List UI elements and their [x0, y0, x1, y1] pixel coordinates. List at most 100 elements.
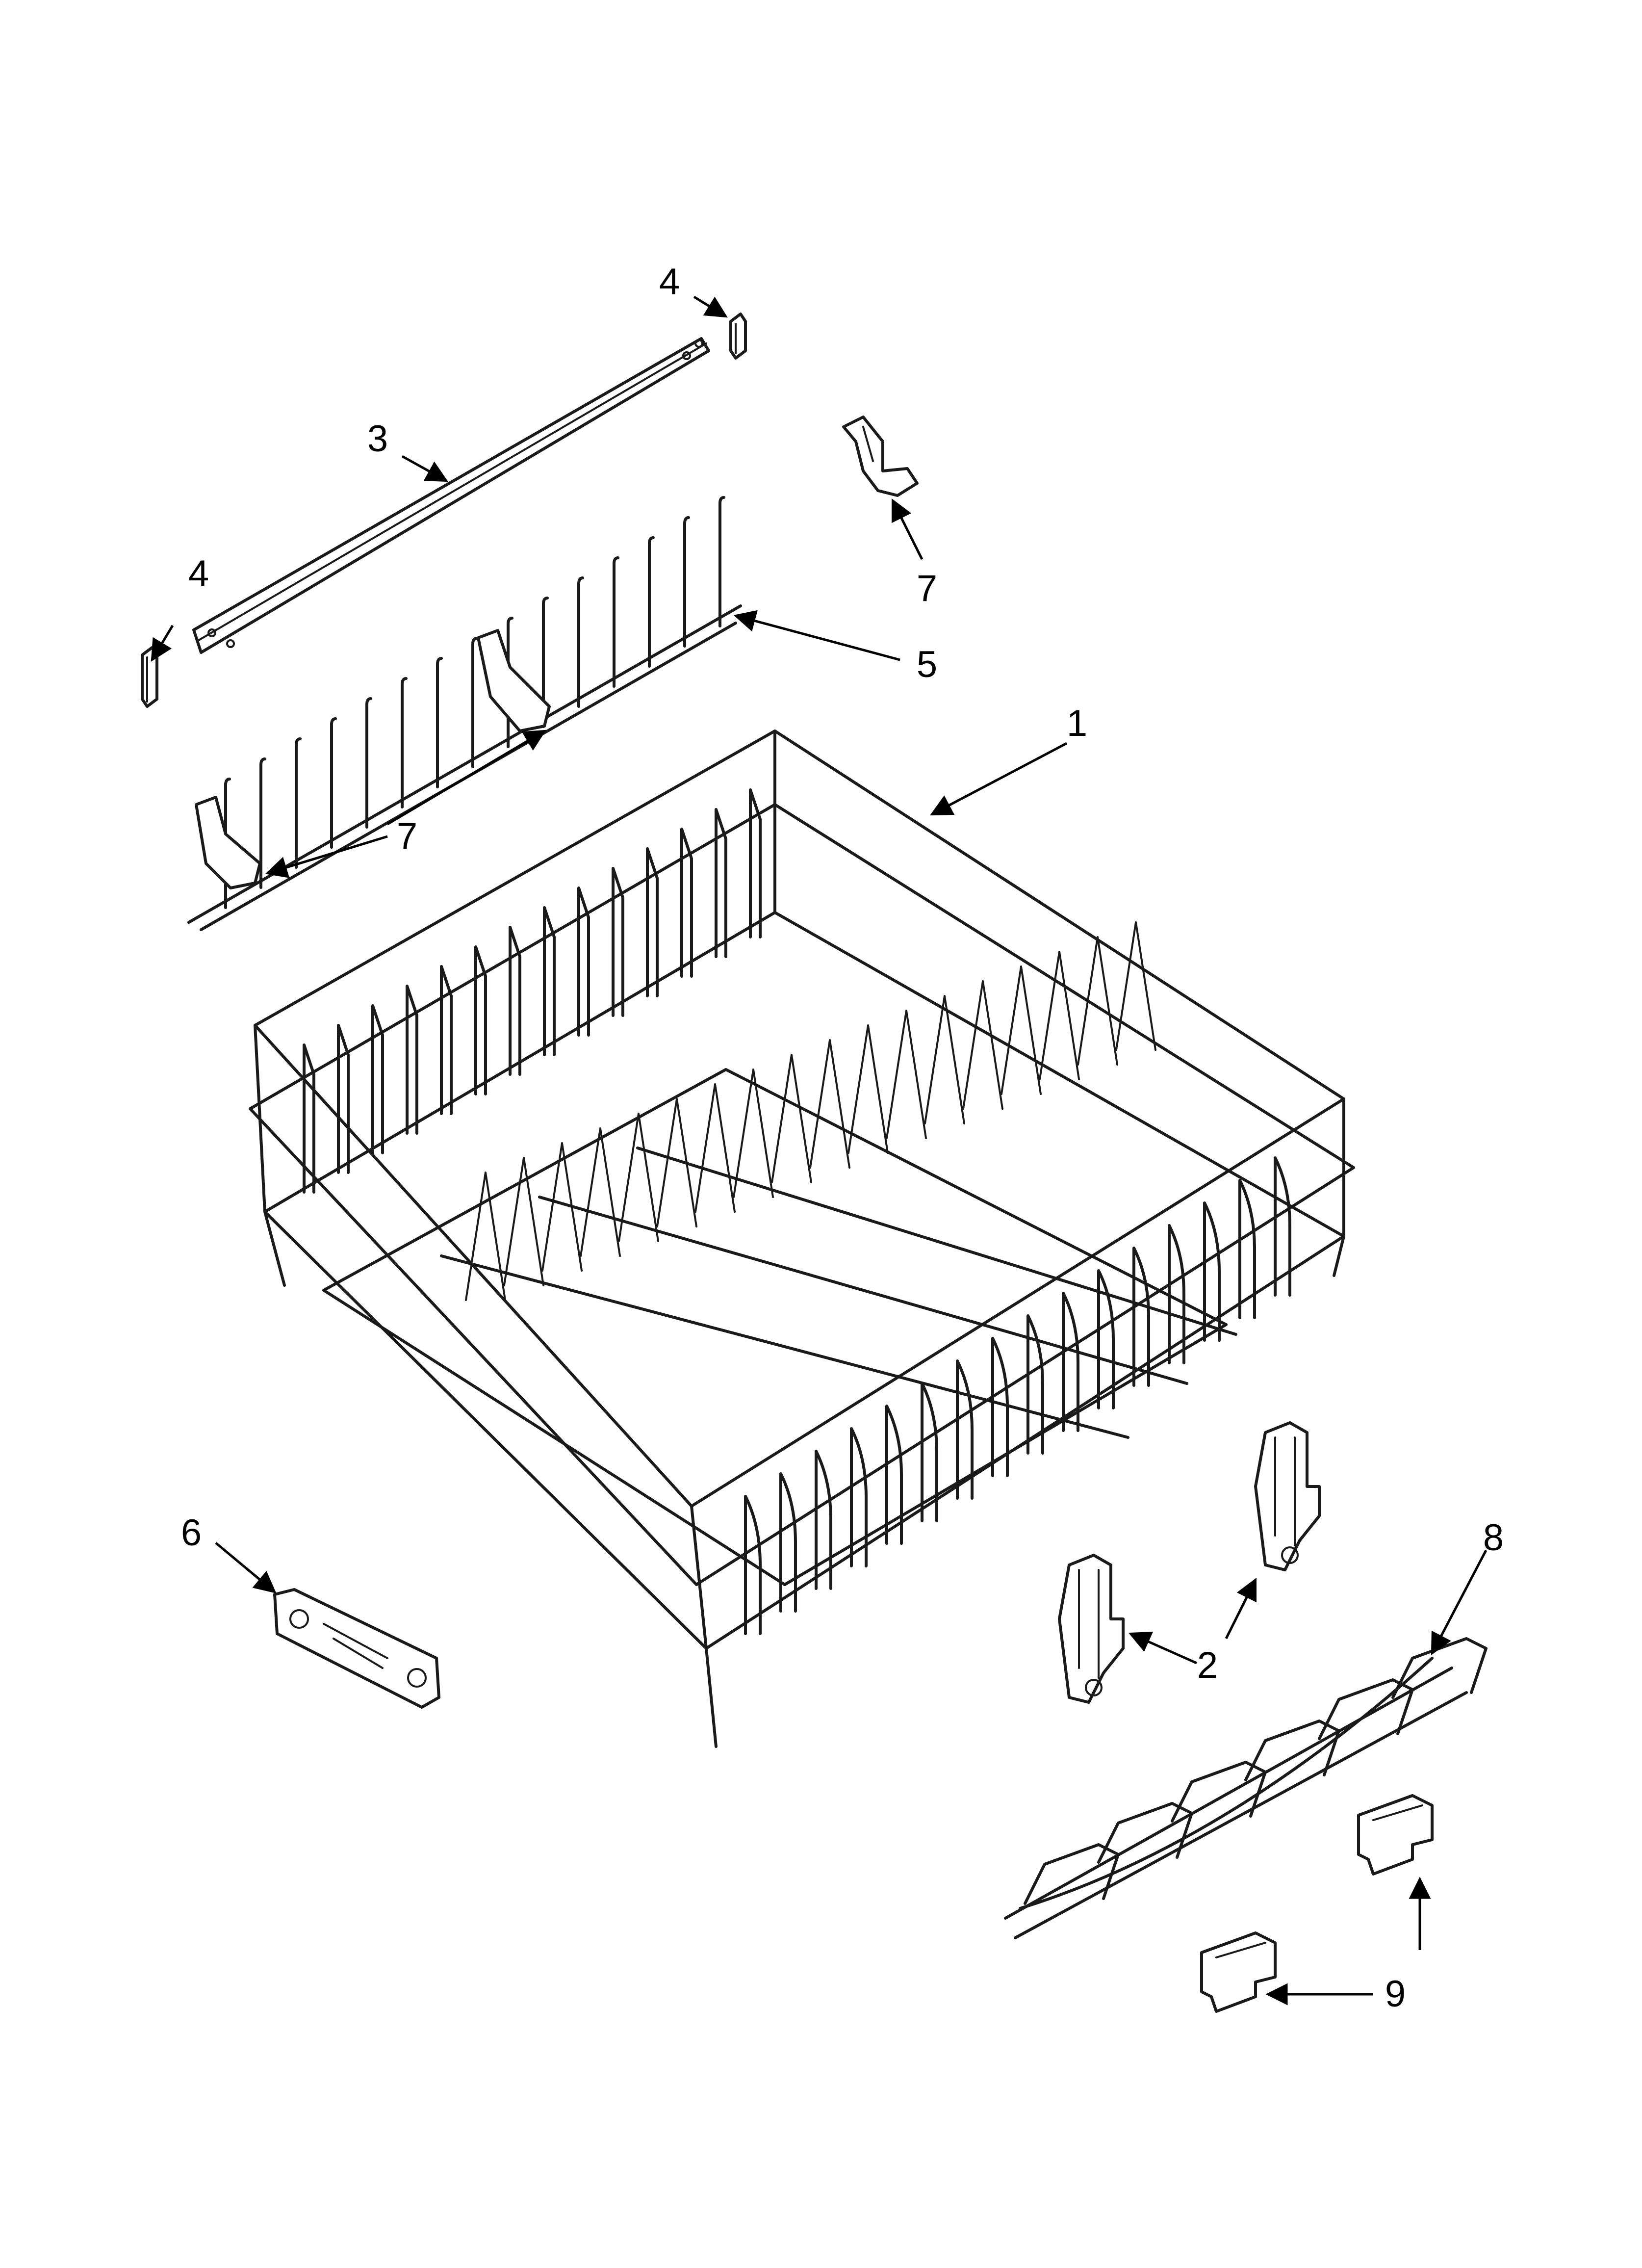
wire-segment	[809, 1039, 850, 1169]
wire-segment	[1168, 1224, 1185, 1364]
wire-segment	[474, 945, 487, 1095]
leader-roller-a	[1128, 1631, 1198, 1665]
callout-clip-top: 7	[917, 568, 937, 609]
rail-part	[192, 337, 710, 654]
wire-segment	[1097, 1802, 1193, 1864]
wire-segment	[680, 828, 693, 978]
wire-segment	[1001, 965, 1042, 1095]
wire-segment	[648, 536, 655, 668]
wire-segment	[503, 1157, 544, 1286]
wire-segment	[1132, 1247, 1150, 1387]
wire-segment	[885, 1405, 903, 1545]
wire-segment	[543, 906, 556, 1056]
callout-clip-lower: 7	[397, 815, 417, 857]
wire-segment	[440, 965, 453, 1115]
wire-segment	[436, 657, 443, 788]
wire-segment	[718, 496, 725, 627]
wire-segment	[1274, 1156, 1291, 1297]
clip-top-part	[842, 416, 919, 497]
callout-tine-row: 5	[917, 644, 937, 685]
wire-segment	[646, 847, 659, 997]
wire-segment	[749, 788, 762, 938]
leader-adjuster	[215, 1542, 277, 1593]
wire-segment	[330, 717, 337, 849]
callout-rail: 3	[367, 418, 388, 460]
wire-segment	[921, 1382, 938, 1522]
wire-segment	[815, 1450, 832, 1590]
wire-segment	[1026, 1314, 1044, 1455]
wire-segment	[1238, 1179, 1256, 1319]
wire-segment	[1024, 1843, 1120, 1905]
wire-segment	[744, 1495, 762, 1635]
wire-segment	[580, 1127, 621, 1257]
wire-segment	[694, 1083, 736, 1213]
leader-clip-lower-a	[386, 730, 546, 826]
shelf-part	[1004, 1637, 1488, 1939]
callout-end-cap-top: 4	[659, 261, 680, 303]
wire-segment	[1097, 1269, 1115, 1409]
callout-shelf: 8	[1483, 1517, 1504, 1559]
adjuster-part	[273, 1588, 440, 1709]
wire-segment	[401, 677, 408, 808]
callout-roller-assembly-a: 2	[1197, 1644, 1218, 1686]
wire-segment	[577, 576, 584, 708]
tine-row-part	[187, 496, 742, 931]
wire-segment	[507, 617, 513, 748]
wire-segment	[465, 1172, 506, 1301]
wire-segment	[406, 985, 418, 1135]
callout-adjuster: 6	[181, 1512, 202, 1554]
wire-segment	[1203, 1201, 1221, 1342]
wire-segment	[847, 1024, 889, 1154]
leader-roller-b	[1225, 1577, 1257, 1640]
wire-segment	[956, 1359, 974, 1500]
rack-part	[249, 730, 1355, 1748]
wire-segment	[924, 995, 965, 1124]
wire-segment	[733, 1069, 774, 1198]
wire-segment	[1039, 951, 1080, 1080]
leader-shelf	[1431, 1549, 1488, 1655]
wire-segment	[471, 637, 478, 768]
wire-segment	[612, 867, 624, 1017]
wire-segment	[771, 1054, 812, 1183]
wire-segment	[1244, 1720, 1340, 1781]
wire-segment	[259, 757, 266, 889]
leader-rail	[401, 455, 448, 482]
wire-segment	[337, 1024, 350, 1174]
wire-segment	[715, 808, 727, 958]
wire-segment	[618, 1113, 659, 1242]
wire-segment	[962, 980, 1003, 1110]
leader-clip-top	[891, 498, 924, 560]
wire-segment	[1318, 1678, 1414, 1740]
wire-segment	[683, 516, 690, 648]
roller-assembly-a-part	[1058, 1554, 1125, 1704]
wire-segment	[542, 597, 549, 728]
callout-end-cap-left: 4	[188, 553, 209, 595]
leader-clip-lower-b	[265, 835, 388, 878]
wire-segment	[371, 1004, 384, 1154]
leader-end-cap-left	[151, 625, 174, 662]
wire-segment	[1171, 1761, 1267, 1823]
roller-assembly-b-part	[1254, 1421, 1321, 1571]
wire-segment	[509, 926, 521, 1076]
wire-segment	[224, 778, 231, 909]
wire-segment	[1115, 921, 1156, 1051]
wire-segment	[613, 556, 619, 688]
callout-shelf-clip: 9	[1385, 1973, 1406, 2015]
callout-rack: 1	[1067, 703, 1087, 744]
wire-segment	[1062, 1292, 1079, 1432]
wire-segment	[365, 697, 372, 829]
wire-segment	[991, 1337, 1009, 1477]
shelf-clip-b-part	[1357, 1794, 1434, 1876]
end-cap-top-part	[729, 313, 747, 360]
wire-segment	[541, 1142, 583, 1272]
wire-segment	[577, 886, 590, 1037]
wire-segment	[656, 1098, 697, 1227]
shelf-clip-a-part	[1200, 1931, 1277, 2013]
leader-end-cap-top	[693, 295, 728, 318]
wire-segment	[779, 1472, 797, 1613]
leader-tine-row	[733, 610, 900, 661]
leader-rack	[930, 742, 1068, 816]
wire-segment	[850, 1427, 868, 1567]
wire-segment	[886, 1010, 927, 1139]
